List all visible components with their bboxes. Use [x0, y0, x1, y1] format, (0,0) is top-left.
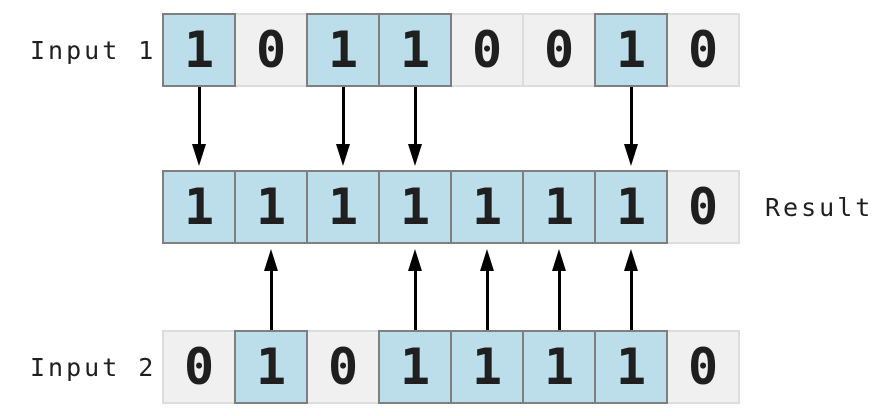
- arrow-head: [552, 249, 566, 271]
- result-bit-cell-7: 0: [666, 170, 740, 244]
- input1-bit-cell-1: 0: [234, 13, 308, 87]
- arrow-shaft: [629, 87, 633, 145]
- result-bit-cell-1: 1: [234, 170, 308, 244]
- result-label: Result: [765, 192, 874, 222]
- arrow-head: [408, 144, 422, 166]
- arrow-shaft: [485, 270, 489, 330]
- input2-bit-cell-2: 0: [306, 330, 380, 404]
- result-bit-cell-2: 1: [306, 170, 380, 244]
- input2-bit-cell-0: 0: [162, 330, 236, 404]
- input2-bit-cell-4: 1: [450, 330, 524, 404]
- input1-bit-cell-7: 0: [666, 13, 740, 87]
- input1-bit-cell-2: 1: [306, 13, 380, 87]
- input1-bit-cell-5: 0: [522, 13, 596, 87]
- input2-label: Input 2: [30, 352, 157, 382]
- arrow-shaft: [413, 87, 417, 145]
- down-arrow-from-input1-cell-6: [624, 87, 638, 166]
- arrow-head: [264, 249, 278, 271]
- arrow-shaft: [629, 270, 633, 330]
- arrow-head: [336, 144, 350, 166]
- result-bit-cell-3: 1: [378, 170, 452, 244]
- result-bit-cell-6: 1: [594, 170, 668, 244]
- result-bit-cell-0: 1: [162, 170, 236, 244]
- arrow-head: [192, 144, 206, 166]
- result-bit-cell-4: 1: [450, 170, 524, 244]
- input2-bit-cell-7: 0: [666, 330, 740, 404]
- up-arrow-from-input2-cell-6: [624, 249, 638, 330]
- result-bit-cell-5: 1: [522, 170, 596, 244]
- input1-bit-cell-0: 1: [162, 13, 236, 87]
- arrow-head: [408, 249, 422, 271]
- input1-label: Input 1: [30, 35, 157, 65]
- input2-bit-cell-5: 1: [522, 330, 596, 404]
- arrow-shaft: [269, 270, 273, 330]
- input1-bit-cell-6: 1: [594, 13, 668, 87]
- up-arrow-from-input2-cell-1: [264, 249, 278, 330]
- up-arrow-from-input2-cell-3: [408, 249, 422, 330]
- down-arrow-from-input1-cell-2: [336, 87, 350, 166]
- arrow-head: [480, 249, 494, 271]
- arrow-shaft: [413, 270, 417, 330]
- input2-bit-cell-3: 1: [378, 330, 452, 404]
- input2-bit-cell-6: 1: [594, 330, 668, 404]
- up-arrow-from-input2-cell-5: [552, 249, 566, 330]
- input1-bit-cell-4: 0: [450, 13, 524, 87]
- arrow-shaft: [557, 270, 561, 330]
- arrow-head: [624, 249, 638, 271]
- input1-bit-cell-3: 1: [378, 13, 452, 87]
- arrow-shaft: [341, 87, 345, 145]
- down-arrow-from-input1-cell-3: [408, 87, 422, 166]
- up-arrow-from-input2-cell-4: [480, 249, 494, 330]
- input2-bit-cell-1: 1: [234, 330, 308, 404]
- down-arrow-from-input1-cell-0: [192, 87, 206, 166]
- arrow-shaft: [197, 87, 201, 145]
- arrow-head: [624, 144, 638, 166]
